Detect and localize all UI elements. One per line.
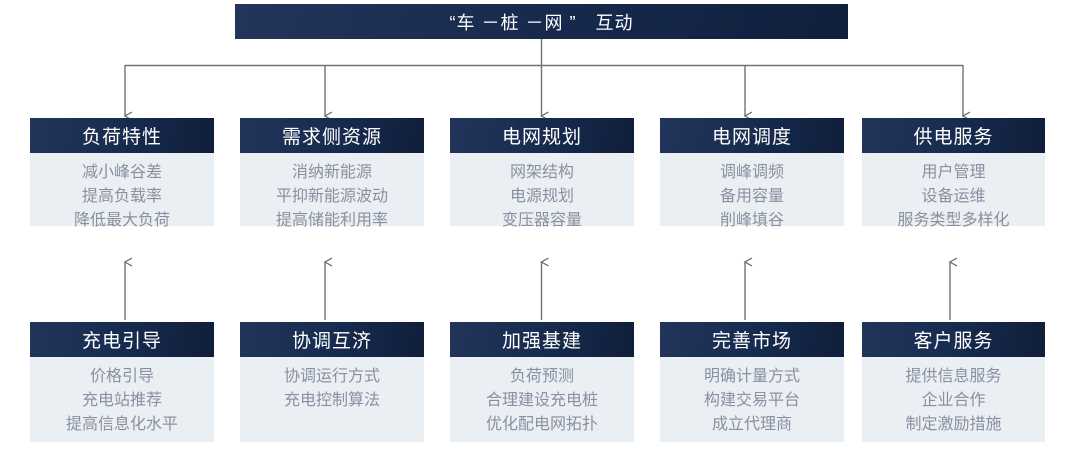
card-item: 提高负载率 bbox=[81, 188, 162, 205]
card-item: 提高储能利用率 bbox=[275, 212, 388, 229]
card-top-4-body: 调峰调频 备用容量 削峰填谷 bbox=[660, 153, 844, 229]
card-top-4-header: 电网调度 bbox=[660, 118, 844, 153]
card-item: 合理建设充电桩 bbox=[485, 392, 598, 409]
card-item: 调峰调频 bbox=[719, 164, 784, 181]
card-item: 提供信息服务 bbox=[905, 368, 1002, 385]
card-top-1[interactable]: 负荷特性 减小峰谷差 提高负载率 降低最大负荷 bbox=[30, 118, 214, 229]
card-top-2-header: 需求侧资源 bbox=[240, 118, 424, 153]
card-top-1-body: 减小峰谷差 提高负载率 降低最大负荷 bbox=[30, 153, 214, 229]
card-top-5-body: 用户管理 设备运维 服务类型多样化 bbox=[862, 153, 1045, 229]
card-bottom-2[interactable]: 协调互济 协调运行方式 充电控制算法 bbox=[240, 322, 424, 442]
card-item: 协调运行方式 bbox=[283, 368, 380, 385]
card-item: 企业合作 bbox=[921, 392, 986, 409]
card-item: 备用容量 bbox=[719, 188, 784, 205]
card-top-5-title: 供电服务 bbox=[913, 127, 994, 148]
card-item: 电源规划 bbox=[509, 188, 574, 205]
card-bottom-1-title: 充电引导 bbox=[81, 331, 162, 352]
card-top-5[interactable]: 供电服务 用户管理 设备运维 服务类型多样化 bbox=[862, 118, 1045, 229]
card-bottom-3-header: 加强基建 bbox=[450, 322, 634, 357]
root-title-label: “车 －桩 －网 ” 互动 bbox=[449, 12, 634, 33]
card-top-3-title: 电网规划 bbox=[501, 127, 582, 148]
root-title-box: “车 －桩 －网 ” 互动 bbox=[235, 4, 848, 39]
card-bottom-4-title: 完善市场 bbox=[711, 331, 792, 352]
card-bottom-1-header: 充电引导 bbox=[30, 322, 214, 357]
card-bottom-3[interactable]: 加强基建 负荷预测 合理建设充电桩 优化配电网拓扑 bbox=[450, 322, 634, 442]
card-item: 变压器容量 bbox=[501, 212, 582, 229]
card-item: 构建交易平台 bbox=[703, 392, 800, 409]
card-top-1-title: 负荷特性 bbox=[81, 127, 162, 148]
card-bottom-1-body: 价格引导 充电站推荐 提高信息化水平 bbox=[30, 357, 214, 442]
card-bottom-2-header: 协调互济 bbox=[240, 322, 424, 357]
card-bottom-5-body: 提供信息服务 企业合作 制定激励措施 bbox=[862, 357, 1045, 442]
card-top-3-body: 网架结构 电源规划 变压器容量 bbox=[450, 153, 634, 229]
card-item: 负荷预测 bbox=[509, 368, 574, 385]
card-top-3[interactable]: 电网规划 网架结构 电源规划 变压器容量 bbox=[450, 118, 634, 229]
card-item: 平抑新能源波动 bbox=[275, 188, 388, 205]
card-bottom-5-header: 客户服务 bbox=[862, 322, 1045, 357]
card-bottom-4-body: 明确计量方式 构建交易平台 成立代理商 bbox=[660, 357, 844, 442]
card-bottom-2-title: 协调互济 bbox=[291, 331, 372, 352]
card-bottom-5[interactable]: 客户服务 提供信息服务 企业合作 制定激励措施 bbox=[862, 322, 1045, 442]
card-bottom-3-title: 加强基建 bbox=[501, 331, 582, 352]
card-item: 削峰填谷 bbox=[719, 212, 784, 229]
card-top-2[interactable]: 需求侧资源 消纳新能源 平抑新能源波动 提高储能利用率 bbox=[240, 118, 424, 229]
card-item: 充电站推荐 bbox=[81, 392, 162, 409]
card-item: 明确计量方式 bbox=[703, 368, 800, 385]
card-item: 服务类型多样化 bbox=[897, 212, 1010, 229]
card-item: 设备运维 bbox=[921, 188, 986, 205]
card-top-3-header: 电网规划 bbox=[450, 118, 634, 153]
card-item: 制定激励措施 bbox=[905, 416, 1002, 433]
card-bottom-4[interactable]: 完善市场 明确计量方式 构建交易平台 成立代理商 bbox=[660, 322, 844, 442]
card-item: 消纳新能源 bbox=[291, 164, 372, 181]
card-top-4-title: 电网调度 bbox=[711, 127, 792, 148]
card-item: 减小峰谷差 bbox=[81, 164, 162, 181]
card-bottom-2-body: 协调运行方式 充电控制算法 bbox=[240, 357, 424, 442]
card-top-5-header: 供电服务 bbox=[862, 118, 1045, 153]
card-bottom-4-header: 完善市场 bbox=[660, 322, 844, 357]
card-top-2-body: 消纳新能源 平抑新能源波动 提高储能利用率 bbox=[240, 153, 424, 229]
card-item: 优化配电网拓扑 bbox=[485, 416, 598, 433]
card-item: 用户管理 bbox=[921, 164, 986, 181]
card-top-4[interactable]: 电网调度 调峰调频 备用容量 削峰填谷 bbox=[660, 118, 844, 229]
card-bottom-1[interactable]: 充电引导 价格引导 充电站推荐 提高信息化水平 bbox=[30, 322, 214, 442]
card-item: 网架结构 bbox=[509, 164, 574, 181]
card-item: 提高信息化水平 bbox=[65, 416, 178, 433]
card-item: 成立代理商 bbox=[711, 416, 792, 433]
card-item: 降低最大负荷 bbox=[73, 212, 170, 229]
card-top-1-header: 负荷特性 bbox=[30, 118, 214, 153]
card-item: 充电控制算法 bbox=[283, 392, 380, 409]
card-bottom-3-body: 负荷预测 合理建设充电桩 优化配电网拓扑 bbox=[450, 357, 634, 442]
card-top-2-title: 需求侧资源 bbox=[281, 127, 382, 148]
card-item: 价格引导 bbox=[89, 368, 154, 385]
card-bottom-5-title: 客户服务 bbox=[913, 331, 994, 352]
